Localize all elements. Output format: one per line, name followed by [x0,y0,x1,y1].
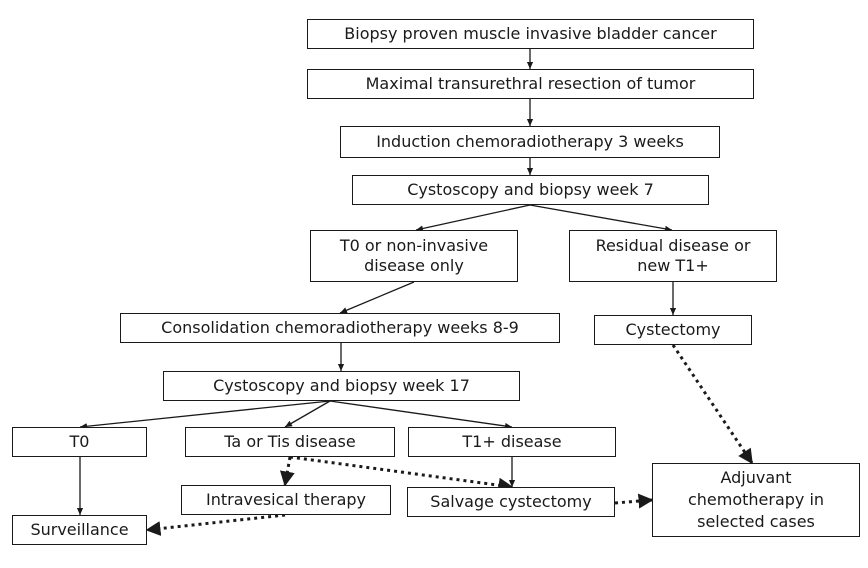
node-t0-noninvasive: T0 or non-invasive disease only [310,230,518,282]
edge-t0-noninvasive-to-consolidation [339,281,415,314]
node-cysto7: Cystoscopy and biopsy week 7 [352,175,709,205]
node-salvage: Salvage cystectomy [407,487,615,517]
edge-ta-tis-to-salvage [289,455,514,493]
node-intravesical: Intravesical therapy [181,485,391,515]
edge-ta-tis-to-intravesical [279,456,295,487]
node-biopsy: Biopsy proven muscle invasive bladder ca… [307,19,754,49]
node-cystectomy: Cystectomy [594,315,752,345]
edge-cysto17-to-t1plus [329,400,513,430]
node-ta-tis: Ta or Tis disease [185,427,395,457]
node-consolidation: Consolidation chemoradiotherapy weeks 8-… [120,313,560,343]
edge-cystectomy-to-adjuvant [671,344,754,465]
node-cysto17: Cystoscopy and biopsy week 17 [163,371,520,401]
node-t0: T0 [12,427,147,457]
node-t1plus: T1+ disease [408,427,616,457]
edge-cysto17-to-ta-tis [284,400,331,428]
node-induction: Induction chemoradiotherapy 3 weeks [340,126,720,158]
node-surveillance: Surveillance [12,515,147,545]
node-residual: Residual disease or new T1+ [569,230,777,282]
node-adjuvant: Adjuvant chemotherapy in selected cases [652,463,860,537]
edge-cysto7-to-residual [529,204,673,232]
node-turbt: Maximal transurethral resection of tumor [307,69,754,99]
edge-intravesical-to-surveillance [145,513,286,536]
edge-cysto7-to-t0-noninvasive [415,204,531,232]
edge-cysto17-to-t0 [79,400,331,430]
edge-salvage-to-adjuvant [614,493,654,509]
